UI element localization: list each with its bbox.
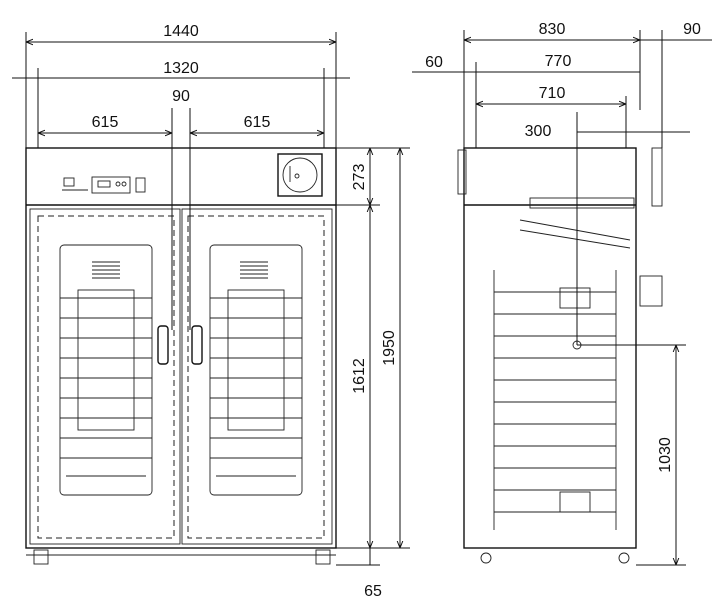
dim-center-gap-label: 90 [172,88,190,105]
dim-total-height-label: 1950 [381,330,398,366]
dim-door-right-label: 615 [244,114,271,131]
dim-center-height-label: 1030 [657,437,674,473]
chart-recorder [277,153,323,197]
door-left [29,208,181,545]
handle-left [157,325,169,365]
dim-door-widths: 615 615 [38,114,324,133]
dim-recorder-offset: 300 [525,112,690,345]
dim-depth-inner-label: 710 [539,85,566,102]
side-view: 830 90 60 770 710 300 [412,21,712,566]
dim-floor-gap-label: 65 [364,583,382,600]
dim-width-overall-label: 1440 [163,23,199,40]
foot-right [315,549,331,565]
dim-door-height-label: 1612 [351,358,368,394]
caster-front [480,552,492,564]
side-handle [457,149,467,195]
dim-rear-offset: 60 [412,54,464,73]
shelves-right [210,297,302,477]
door-right [181,208,333,545]
dim-recorder-offset-label: 300 [525,123,552,140]
caster-rear [618,552,630,564]
side-rack [493,270,617,530]
control-panel [62,176,146,194]
shelves-left [60,297,152,477]
side-cabinet-body [463,147,637,549]
front-view: 1440 1320 90 615 615 [12,23,410,600]
rear-unit [651,147,663,207]
dim-width-overall: 1440 [25,23,337,148]
dim-door-left-label: 615 [92,114,119,131]
cabinet-body [25,147,337,549]
dim-handle-projection: 90 [640,21,712,148]
dim-depth-overall-label: 830 [539,21,566,38]
dim-top-section-label: 273 [351,164,368,191]
handle-right [191,325,203,365]
dim-depth-overall: 830 [463,21,641,148]
dim-depth-body: 770 [464,53,640,148]
vent-left [92,261,120,279]
dim-depth-body-label: 770 [545,53,572,70]
dim-rear-offset-label: 60 [425,54,443,71]
foot-left [33,549,49,565]
dim-handle-projection-label: 90 [683,21,701,38]
dim-depth-inner: 710 [476,85,627,148]
dim-width-inner-label: 1320 [163,60,199,77]
dim-center-gap: 90 [171,88,191,330]
dim-verticals-front: 273 1612 1950 65 [336,147,410,600]
vent-right [240,261,268,279]
dim-center-height: 1030 [577,344,686,566]
